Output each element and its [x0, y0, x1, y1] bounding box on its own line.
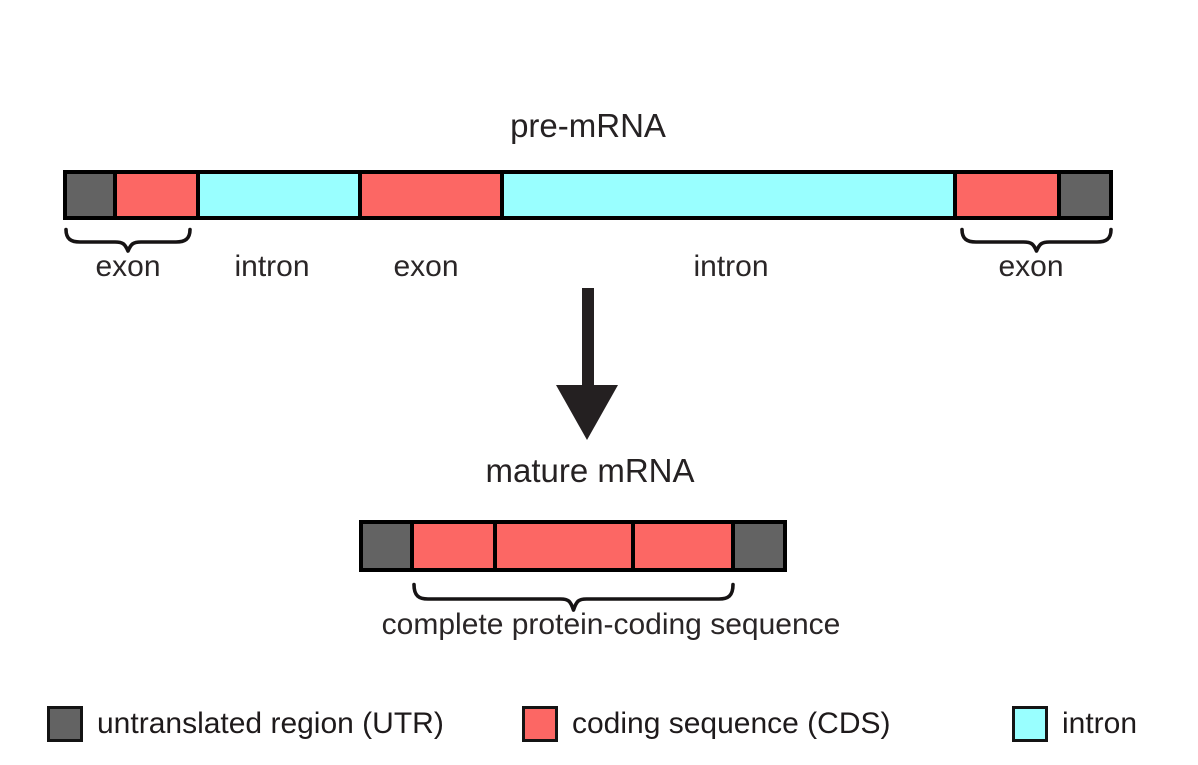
segment-cds [358, 174, 500, 216]
exon-brace-left [64, 227, 192, 253]
legend-label-intron: intron [1062, 707, 1138, 740]
exon-brace-right [960, 227, 1113, 253]
region-label-intron-1: intron [234, 250, 310, 283]
mature-mrna-bar [359, 520, 787, 572]
region-label-exon-3: exon [998, 250, 1064, 283]
intron-swatch [1012, 706, 1048, 742]
segment-cds [410, 524, 493, 568]
segment-cds [952, 174, 1057, 216]
segment-cds [112, 174, 197, 216]
segment-utr [730, 524, 783, 568]
splicing-arrow-icon [556, 288, 618, 440]
cds-brace-label: complete protein-coding sequence [381, 608, 841, 641]
mature-mrna-title: mature mRNA [485, 452, 695, 489]
segment-cds [630, 524, 731, 568]
legend-item-cds: coding sequence (CDS) [522, 706, 891, 742]
segment-utr [67, 174, 113, 216]
region-label-exon-1: exon [95, 250, 161, 283]
pre-mrna-bar [63, 170, 1113, 220]
legend-label-utr: untranslated region (UTR) [97, 707, 444, 740]
region-label-exon-2: exon [393, 250, 459, 283]
segment-intron [196, 174, 359, 216]
legend-item-intron: intron [1012, 706, 1137, 742]
cds-swatch [522, 706, 558, 742]
segment-utr [363, 524, 411, 568]
cds-brace [412, 582, 735, 612]
segment-utr [1056, 174, 1109, 216]
segment-intron [499, 174, 953, 216]
legend-label-cds: coding sequence (CDS) [572, 707, 891, 740]
legend-item-utr: untranslated region (UTR) [47, 706, 444, 742]
segment-cds [492, 524, 631, 568]
pre-mrna-title: pre-mRNA [510, 107, 666, 144]
region-label-intron-2: intron [693, 250, 769, 283]
utr-swatch [47, 706, 83, 742]
